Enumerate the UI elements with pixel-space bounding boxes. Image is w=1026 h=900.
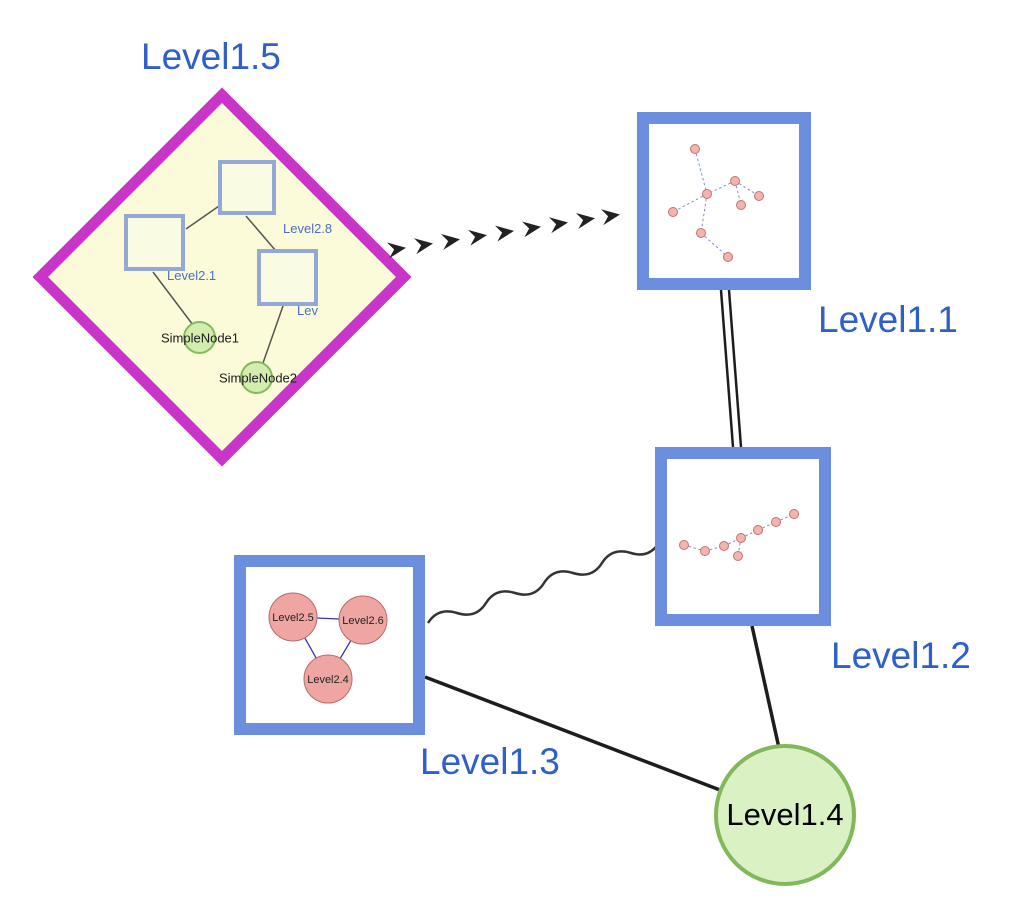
inner-graph-edges [672,148,760,258]
node-level1-4[interactable]: Level1.4 [714,744,856,886]
label-level1-3: Level1.3 [420,741,560,782]
node-lev[interactable] [257,249,318,306]
label-level2-4: Level2.4 [307,674,349,686]
label-level1-2: Level1.2 [831,635,971,676]
inner-graph-nodes[interactable] [668,144,764,262]
inner-graph-level1-1 [668,144,764,262]
inner-graph-level1-2 [679,509,799,561]
edge-level12-to-level14[interactable] [750,625,781,749]
node-level1-1[interactable] [637,112,811,290]
node-level2-6[interactable] [338,595,388,645]
node-level2-4[interactable] [303,654,353,704]
inner-graph-level1-3: Level2.5 Level2.6 Level2.4 [268,592,388,704]
label-simplenode1: SimpleNode1 [160,330,240,346]
edge-level13-to-level14[interactable] [424,675,721,792]
label-simplenode2: SimpleNode2 [218,370,298,386]
label-level2-1: Level2.1 [167,268,217,283]
label-level1-4: Level1.4 [726,797,844,832]
node-level1-2[interactable] [655,447,831,626]
node-level1-3[interactable]: Level2.5 Level2.6 Level2.4 [234,555,425,735]
inner-graph-nodes[interactable] [679,509,799,561]
node-simplenode1[interactable] [183,321,216,354]
node-level2-5[interactable] [268,592,318,642]
node-simplenode2[interactable] [240,361,273,394]
edge-level15-to-level11[interactable] [386,206,622,259]
label-level2-5: Level2.5 [272,612,314,624]
label-level2-6: Level2.6 [342,615,384,627]
edge-level13-to-level12[interactable] [426,540,662,624]
node-level2-8[interactable] [218,160,276,215]
label-level2-8: Level2.8 [283,221,333,236]
label-level1-5: Level1.5 [141,36,281,77]
label-lev: Lev [297,303,318,318]
label-level1-1: Level1.1 [818,299,958,340]
diamond-inner-edges[interactable] [152,205,284,364]
node-level2-1[interactable] [124,214,185,271]
edge-level11-to-level12[interactable] [719,289,743,448]
